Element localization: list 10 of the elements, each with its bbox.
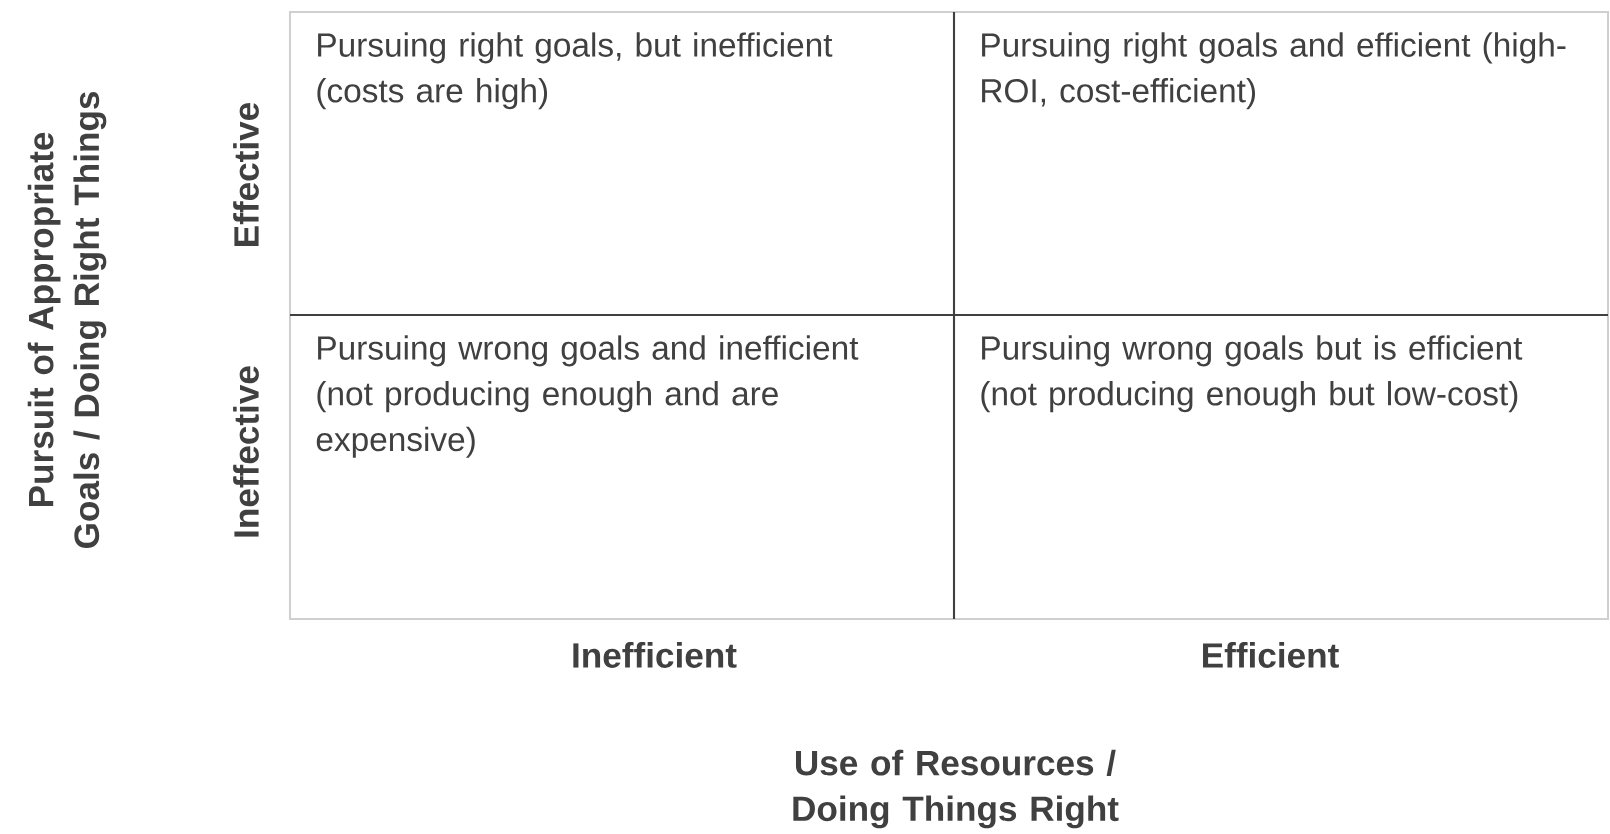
row-label: Ineffective xyxy=(233,366,259,537)
quadrant-text: Pursuing wrong goals and inefficient (not producing enough and are expensive) xyxy=(316,335,859,458)
quadrant-text: Pursuing right goals, but inefficient (costs are high) xyxy=(317,32,833,110)
row-label: Effective xyxy=(233,102,259,246)
quadrant-text: Pursuing right goals and efficient (high-ROI, cost-efficient) xyxy=(982,32,1566,110)
column-label: Efficient xyxy=(1203,642,1339,668)
axis-title: Use of Resources / Doing Things Right xyxy=(793,749,1119,829)
column-label: Inefficient xyxy=(573,642,737,668)
quadrant-text: Pursuing wrong goals but is efficient (not producing enough but low-cost) xyxy=(981,335,1523,413)
axis-title: Pursuit of Appropriate Goals / Doing Right Things xyxy=(27,92,107,548)
